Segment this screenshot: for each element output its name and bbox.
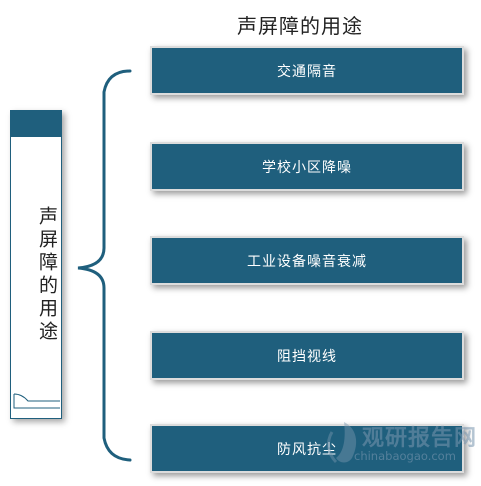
tab-cap [11, 111, 61, 137]
use-item-traffic-noise: 交通隔音 [150, 46, 464, 95]
use-item-industrial-noise: 工业设备噪音衰减 [150, 236, 464, 285]
left-label-text: 声屏障的用途 [36, 206, 58, 344]
use-item-block-view: 阻挡视线 [150, 331, 464, 380]
left-label-tab: 声屏障的用途 [10, 110, 62, 419]
use-item-school-noise: 学校小区降噪 [150, 142, 464, 191]
diagram-title: 声屏障的用途 [237, 14, 363, 38]
use-item-wind-dust: 防风抗尘 [150, 424, 464, 473]
